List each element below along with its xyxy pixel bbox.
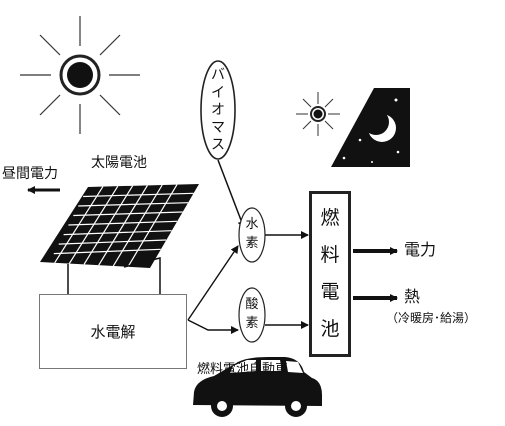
electrolysis-to-hydrogen-arrow — [187, 245, 239, 321]
heat-output-label: 熱 — [404, 287, 421, 306]
hydrogen-char: 素 — [245, 236, 259, 251]
oxygen-char: 素 — [245, 316, 259, 331]
electrolysis-box: 水電解 — [39, 294, 187, 369]
moon-stars-icon — [331, 88, 410, 167]
fuel-cell-char: 電 — [320, 281, 340, 303]
fuel-cell-char: 料 — [320, 244, 340, 266]
electrolysis-label: 水電解 — [90, 323, 136, 341]
solar-panel-label: 太陽電池 — [91, 155, 147, 171]
biomass-char: イ — [211, 84, 225, 101]
biomass-char: バ — [211, 67, 225, 84]
oxygen-oval — [238, 287, 266, 343]
biomass-arrow — [217, 159, 246, 229]
sun-icon — [20, 16, 140, 134]
oxygen-label: 酸 素 — [239, 290, 265, 340]
biomass-oval — [200, 60, 236, 160]
fuel-cell-char: 燃 — [320, 207, 340, 229]
small-sun-icon — [296, 92, 340, 136]
biomass-char: ス — [211, 137, 225, 154]
biomass-char: オ — [211, 102, 225, 119]
biomass-char: マ — [211, 119, 225, 136]
hydrogen-label: 水 素 — [239, 210, 265, 260]
oxygen-char: 酸 — [245, 297, 259, 313]
fc-vehicle-label: 燃料電池自動車 — [197, 362, 289, 377]
heat-note-label: （冷暖房･給湯） — [386, 311, 477, 325]
car-icon — [193, 357, 322, 417]
electrolysis-to-oxygen-arrow — [187, 319, 239, 334]
power-output-label: 電力 — [404, 240, 437, 259]
daytime-power-label: 昼間電力 — [2, 166, 58, 182]
solar-panel — [40, 184, 199, 295]
biomass-label: バ イ オ マ ス — [203, 66, 233, 156]
fuel-cell-box: 燃 料 電 池 — [309, 191, 351, 357]
fuel-cell-char: 池 — [320, 318, 340, 340]
hydrogen-char: 水 — [245, 217, 259, 233]
